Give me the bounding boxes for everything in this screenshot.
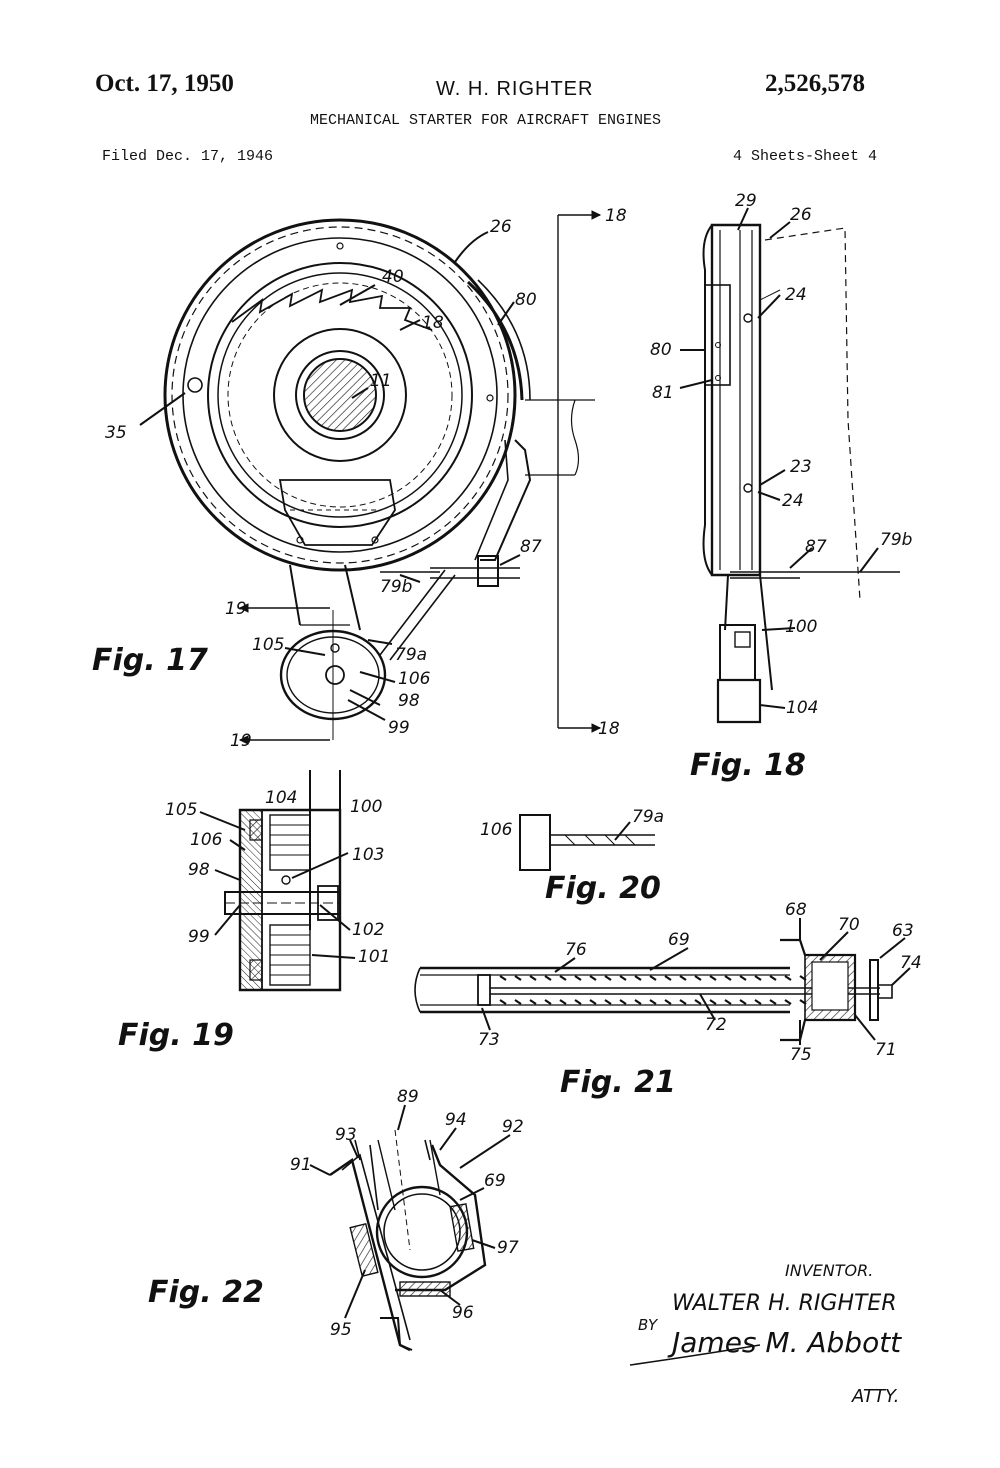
ref-numeral: 87 — [805, 537, 827, 557]
ref-numeral: 106 — [190, 830, 223, 850]
ref-numeral: 23 — [790, 457, 812, 477]
ref-numeral: 89 — [397, 1087, 419, 1107]
fig19-label: Fig. 19 — [118, 1018, 234, 1053]
ref-numeral: 24 — [782, 491, 804, 511]
ref-numeral: 18 — [598, 719, 620, 739]
ref-numeral: 99 — [188, 927, 210, 947]
fig21-drawing — [415, 918, 910, 1045]
ref-numeral: 104 — [265, 788, 297, 808]
ref-numeral: 80 — [650, 340, 672, 360]
ref-numeral: 100 — [350, 797, 382, 817]
fig17-label: Fig. 17 — [92, 643, 208, 678]
ref-numeral: 24 — [785, 285, 807, 305]
ref-numeral: 93 — [335, 1125, 357, 1145]
fig22-label: Fig. 22 — [148, 1275, 264, 1310]
ref-numeral: 70 — [838, 915, 860, 935]
ref-numeral: 106 — [480, 820, 513, 840]
ref-numeral: 68 — [785, 900, 807, 920]
ref-numeral: 19 — [230, 731, 252, 751]
ref-numeral: 79a — [395, 645, 427, 665]
ref-numeral: 74 — [900, 953, 922, 973]
ref-numeral: 99 — [388, 718, 410, 738]
ref-numeral: 101 — [358, 947, 390, 967]
ref-numeral: 97 — [497, 1238, 519, 1258]
ref-numeral: 100 — [785, 617, 817, 637]
ref-numeral: 87 — [520, 537, 542, 557]
ref-numeral: 18 — [605, 206, 627, 226]
ref-numeral: 103 — [352, 845, 384, 865]
ref-numeral: 95 — [330, 1320, 352, 1340]
ref-numeral: 79b — [880, 530, 912, 550]
ref-numeral: 40 — [382, 267, 404, 287]
ref-numeral: 81 — [652, 383, 674, 403]
ref-numeral: 79a — [632, 807, 664, 827]
ref-numeral: 105 — [252, 635, 284, 655]
ref-numeral: 11 — [370, 371, 392, 391]
inventor-label: INVENTOR. — [785, 1261, 873, 1280]
ref-numeral: 98 — [188, 860, 210, 880]
ref-numeral: 69 — [484, 1171, 506, 1191]
ref-numeral: 76 — [565, 940, 587, 960]
ref-numeral: 69 — [668, 930, 690, 950]
ref-numeral: 92 — [502, 1117, 524, 1137]
ref-numeral: 63 — [892, 921, 914, 941]
ref-numeral: 80 — [515, 290, 537, 310]
ref-numeral: 26 — [490, 217, 512, 237]
ref-numeral: 106 — [398, 669, 431, 689]
ref-numeral: 29 — [735, 191, 757, 211]
fig20-label: Fig. 20 — [545, 871, 661, 906]
by-label: BY — [638, 1316, 659, 1334]
fig18-label: Fig. 18 — [690, 748, 806, 783]
ref-numeral: 102 — [352, 920, 384, 940]
ref-numeral: 91 — [290, 1155, 312, 1175]
inventor-full-name: WALTER H. RIGHTER — [672, 1291, 897, 1316]
ref-numeral: 105 — [165, 800, 197, 820]
ref-numeral: 75 — [790, 1045, 812, 1065]
ref-numeral: 72 — [705, 1015, 727, 1035]
fig21-label: Fig. 21 — [560, 1065, 676, 1100]
ref-numeral: 35 — [105, 423, 127, 443]
ref-numeral: 96 — [452, 1303, 474, 1323]
ref-numeral: 71 — [875, 1040, 897, 1060]
ref-numeral: 26 — [790, 205, 812, 225]
ref-numeral: 73 — [478, 1030, 500, 1050]
ref-numeral: 104 — [786, 698, 818, 718]
ref-numeral: 94 — [445, 1110, 467, 1130]
atty-label: ATTY. — [851, 1386, 899, 1407]
ref-numeral: 79b — [380, 577, 412, 597]
ref-numeral: 98 — [398, 691, 420, 711]
ref-numeral: 18 — [422, 313, 444, 333]
ref-numeral: 19 — [225, 599, 247, 619]
